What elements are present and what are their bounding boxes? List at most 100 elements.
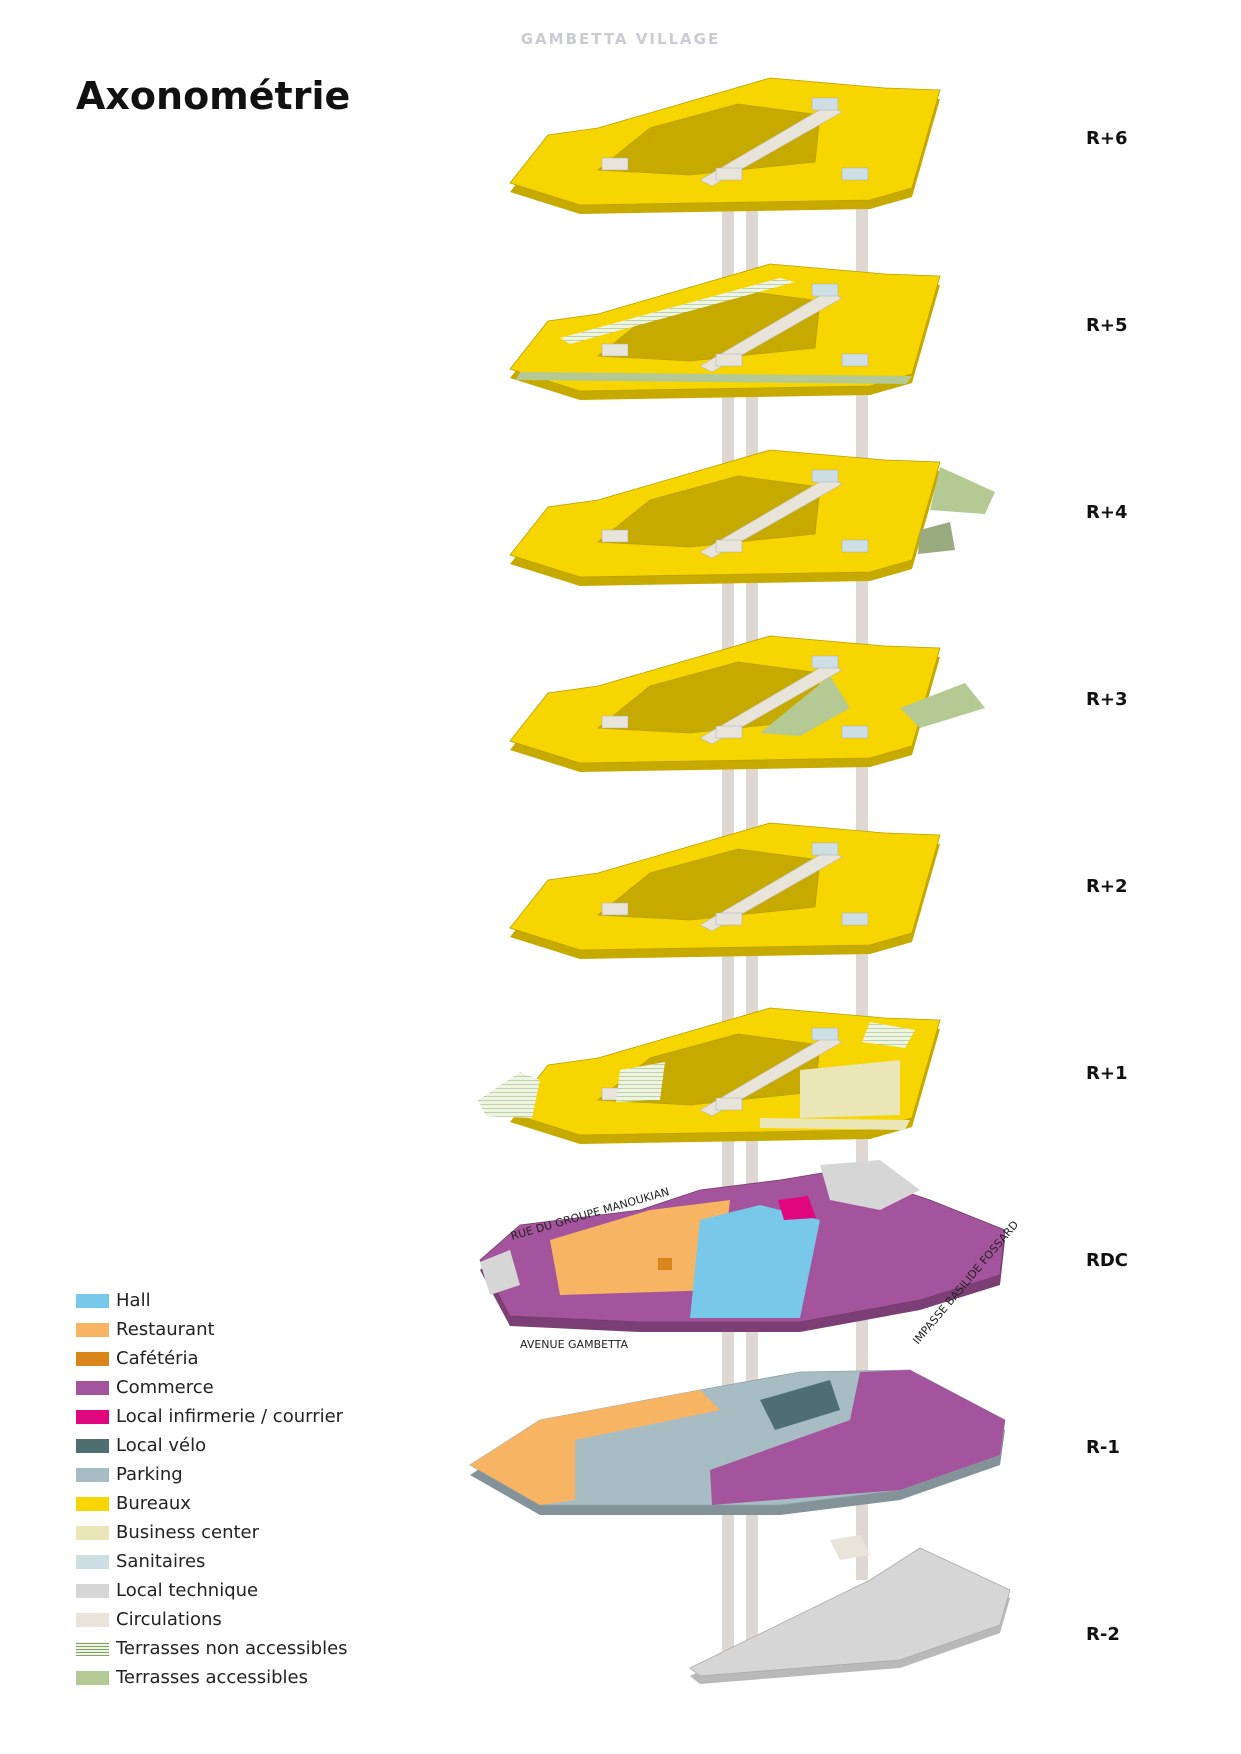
zone-sanitaires <box>841 725 869 739</box>
floor-r-1 <box>469 1369 1006 1515</box>
floor-rplus5 <box>509 263 941 400</box>
legend-label: Sanitaires <box>116 1551 206 1572</box>
zone-circulations <box>601 529 629 543</box>
zone-circulations <box>830 1535 870 1560</box>
zone-restaurant <box>550 1200 730 1295</box>
zone-circulations <box>601 343 629 357</box>
legend-label: Restaurant <box>116 1319 215 1340</box>
zone-sanitaires <box>811 655 839 669</box>
zone-circulations <box>715 1097 743 1111</box>
zone-circulations <box>715 353 743 367</box>
level-label: R+5 <box>1086 315 1128 336</box>
zone-terrasses-non-accessibles <box>862 1022 915 1048</box>
legend-label: Parking <box>116 1464 183 1485</box>
zone-business-center <box>760 1118 910 1130</box>
zone-circulations <box>699 662 843 745</box>
legend-swatch <box>76 1526 109 1540</box>
level-label: R+4 <box>1086 502 1128 523</box>
zone-circulations <box>715 539 743 553</box>
legend-swatch <box>76 1352 109 1366</box>
floor-rplus1 <box>478 1007 941 1144</box>
zone-circulations <box>601 902 629 916</box>
zone-circulations <box>601 157 629 171</box>
zone-circulations <box>601 715 629 729</box>
floor-rplus4 <box>509 449 995 586</box>
zone-sanitaires <box>811 283 839 297</box>
legend-label: Terrasses accessibles <box>116 1667 308 1688</box>
zone-sanitaires <box>811 842 839 856</box>
zone-circulations <box>715 167 743 181</box>
zone-terrasses-non-accessibles <box>616 1062 665 1102</box>
legend-label: Hall <box>116 1290 151 1311</box>
zone-circulations <box>699 1034 843 1117</box>
floor-rplus6 <box>509 77 941 214</box>
zone-terrasses-accessibles <box>930 467 995 514</box>
level-label: R+2 <box>1086 876 1128 897</box>
zone-local-technique <box>689 1547 1011 1677</box>
legend-swatch <box>76 1671 109 1685</box>
zone-local-technique <box>820 1160 920 1210</box>
zone-restaurant <box>470 1390 720 1505</box>
zone-sanitaires <box>841 167 869 181</box>
legend-label: Local infirmerie / courrier <box>116 1406 344 1427</box>
zone-terrasses-non-accessibles <box>560 278 795 344</box>
zone-local-technique <box>480 1250 520 1295</box>
page-title: Axonométrie <box>76 74 351 118</box>
level-label: R+6 <box>1086 128 1128 149</box>
zone-terrasses-accessibles <box>900 683 985 728</box>
zone-infirmerie <box>778 1196 816 1220</box>
legend-label: Commerce <box>116 1377 214 1398</box>
legend-swatch <box>76 1584 109 1598</box>
zone-sanitaires <box>841 539 869 553</box>
zone-hall <box>690 1205 820 1318</box>
header-brand: GAMBETTA VILLAGE <box>520 30 721 48</box>
zone-commerce <box>710 1370 1005 1505</box>
floor-rplus2 <box>509 822 941 959</box>
zone-circulations <box>699 104 843 187</box>
level-label: R-1 <box>1086 1437 1120 1458</box>
zone-terrasses-accessibles <box>918 522 955 554</box>
legend-swatch <box>76 1323 109 1337</box>
legend-swatch <box>76 1381 109 1395</box>
level-label: RDC <box>1086 1250 1129 1271</box>
legend-swatch <box>76 1497 109 1511</box>
legend-label: Local technique <box>116 1580 259 1601</box>
legend-label: Local vélo <box>116 1435 207 1456</box>
legend-swatch <box>76 1439 109 1453</box>
legend-label: Circulations <box>116 1609 222 1630</box>
zone-sanitaires <box>841 353 869 367</box>
zone-circulations <box>715 912 743 926</box>
legend-swatch <box>76 1642 109 1656</box>
zone-business-center <box>800 1060 900 1118</box>
zone-sanitaires <box>841 912 869 926</box>
zone-sanitaires <box>811 97 839 111</box>
level-label: R-2 <box>1086 1624 1120 1645</box>
legend-label: Bureaux <box>116 1493 191 1514</box>
zone-circulations <box>699 290 843 373</box>
zone-terrasses-non-accessibles <box>478 1072 540 1118</box>
floor-r-2 <box>689 1535 1011 1684</box>
zone-terrasses-accessibles <box>760 676 850 736</box>
legend-label: Cafétéria <box>116 1348 199 1369</box>
zone-circulations <box>699 476 843 559</box>
street-label-gambetta: AVENUE GAMBETTA <box>520 1338 628 1351</box>
floor-rdc <box>479 1160 1006 1332</box>
legend-swatch <box>76 1613 109 1627</box>
legend-swatch <box>76 1555 109 1569</box>
floor-rplus3 <box>509 635 985 772</box>
zone-circulations <box>699 849 843 932</box>
legend-label: Business center <box>116 1522 260 1543</box>
legend-label: Terrasses non accessibles <box>116 1638 348 1659</box>
zone-sanitaires <box>811 1027 839 1041</box>
legend-swatch <box>76 1294 109 1308</box>
zone-circulations <box>715 725 743 739</box>
zone-terrasses-accessibles <box>516 372 912 384</box>
zone-local-velo <box>760 1380 840 1430</box>
level-label: R+3 <box>1086 689 1128 710</box>
level-label: R+1 <box>1086 1063 1128 1084</box>
legend-swatch <box>76 1410 109 1424</box>
legend-swatch <box>76 1468 109 1482</box>
zone-sanitaires <box>811 469 839 483</box>
zone-cafeteria <box>658 1258 672 1270</box>
